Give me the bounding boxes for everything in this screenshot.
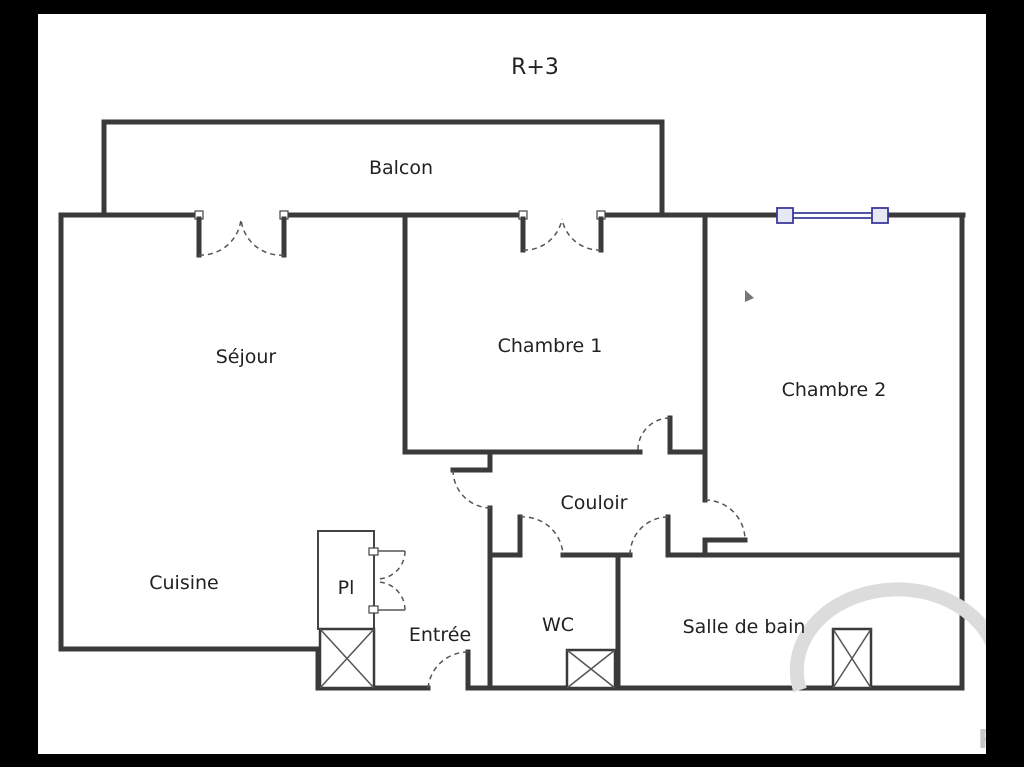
window-chambre-2 [776,207,889,224]
room-label-entree: Entrée [409,624,471,646]
cursor-icon [745,290,754,302]
door-wc [517,514,564,558]
door-chambre-1 [637,415,673,455]
placard-closet [317,530,406,630]
room-label-chambre-2: Chambre 2 [782,379,887,401]
room-label-wc: WC [542,614,574,636]
shaft-entree [318,627,376,690]
balcony-door-chambre-1 [518,210,606,253]
room-label-chambre-1: Chambre 1 [498,335,603,357]
svg-text:R: R [978,725,986,754]
balcony-walls [101,119,665,218]
door-salle-de-bain [629,514,671,558]
door-chambre-2 [702,499,748,543]
room-label-cuisine: Cuisine [149,572,219,594]
room-label-salle-de-bain: Salle de bain [683,616,806,638]
door-sejour [450,467,493,509]
shaft-salle-de-bain [831,627,873,690]
floor-plan: R+3 [58,55,986,754]
room-label-placard: Pl [338,577,355,599]
entry-door [427,649,471,691]
room-label-couloir: Couloir [561,492,628,514]
corridor-walls [487,449,708,691]
floor-plan-sheet: R+3 [38,14,986,754]
watermark-logo: R [789,582,986,754]
shaft-wc [565,648,617,690]
chambre-1-walls [402,212,708,455]
floor-title: R+3 [511,55,559,80]
room-label-balcon: Balcon [369,157,433,179]
balcony-door-sejour [194,210,289,258]
room-label-sejour: Séjour [216,346,277,368]
